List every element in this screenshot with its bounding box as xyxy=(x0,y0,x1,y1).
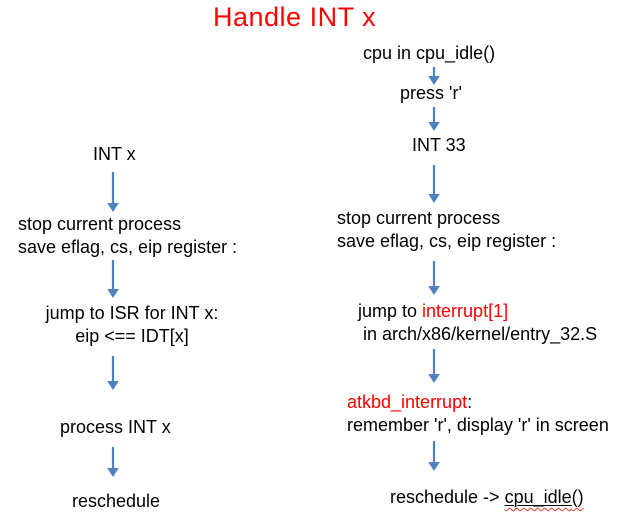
diagram-title: Handle INT x xyxy=(213,2,377,32)
down-arrow-icon xyxy=(428,261,440,295)
right-step-jump: jump to interrupt[1] in arch/x86/kernel/… xyxy=(358,300,597,346)
right-step-jump-highlight: interrupt[1] xyxy=(422,301,509,321)
left-step-stop-line2: save eflag, cs, eip register : xyxy=(18,237,238,257)
right-step-reschedule-fn: cpu_idle xyxy=(504,487,572,507)
left-step-stop: stop current process save eflag, cs, eip… xyxy=(18,213,237,259)
right-step-atkbd-line1: atkbd_interrupt: xyxy=(347,391,609,414)
right-step-jump-line1: jump to interrupt[1] xyxy=(358,300,597,323)
right-step-int33: INT 33 xyxy=(412,135,466,155)
left-step-stop-line1: stop current process xyxy=(18,214,182,234)
left-step-process: process INT x xyxy=(60,417,171,437)
right-step-idle: cpu in cpu_idle() xyxy=(363,43,496,63)
down-arrow-icon xyxy=(428,165,440,203)
left-step-reschedule: reschedule xyxy=(72,491,161,511)
down-arrow-icon xyxy=(107,447,119,477)
down-arrow-icon xyxy=(428,441,440,471)
right-step-atkbd: atkbd_interrupt: remember 'r', display '… xyxy=(347,391,609,437)
right-step-reschedule: reschedule -> cpu_idle() xyxy=(390,486,584,509)
down-arrow-icon xyxy=(428,67,440,85)
down-arrow-icon xyxy=(107,260,119,298)
down-arrow-icon xyxy=(428,107,440,131)
left-step-int-x: INT x xyxy=(93,144,136,164)
down-arrow-icon xyxy=(107,356,119,390)
right-step-stop: stop current process save eflag, cs, eip… xyxy=(337,207,556,253)
right-step-atkbd-highlight: atkbd_interrupt xyxy=(347,392,468,412)
down-arrow-icon xyxy=(428,349,440,383)
right-step-jump-prefix: jump to xyxy=(358,301,423,321)
right-step-atkbd-colon: : xyxy=(467,392,473,412)
right-step-reschedule-suffix: () xyxy=(571,487,584,507)
right-step-reschedule-prefix: reschedule -> xyxy=(390,487,505,507)
left-step-jump: jump to ISR for INT x: eip <== IDT[x] xyxy=(32,302,232,348)
right-step-reschedule-fn-wrap: cpu_idle() xyxy=(505,487,584,507)
left-step-jump-line2: eip <== IDT[x] xyxy=(75,326,189,346)
right-step-press: press 'r' xyxy=(400,83,462,103)
left-step-jump-line1: jump to ISR for INT x: xyxy=(45,303,219,323)
right-step-stop-line1: stop current process xyxy=(337,208,501,228)
down-arrow-icon xyxy=(107,172,119,212)
right-step-atkbd-line2: remember 'r', display 'r' in screen xyxy=(347,415,609,435)
right-step-stop-line2: save eflag, cs, eip register : xyxy=(337,231,557,251)
right-step-jump-line2: in arch/x86/kernel/entry_32.S xyxy=(363,324,598,344)
